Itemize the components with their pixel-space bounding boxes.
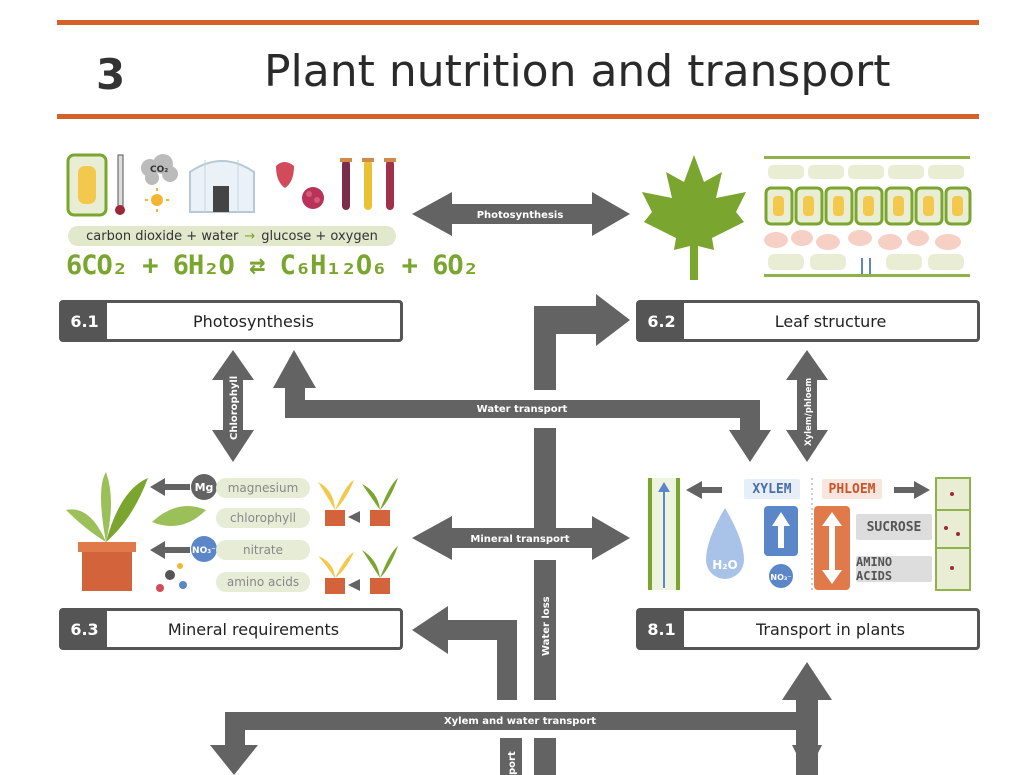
- to-mineral-arrow: [412, 606, 517, 700]
- mineral-item-chlorophyll: chlorophyll: [216, 508, 310, 528]
- phloem-tag: PHLOEM: [822, 479, 882, 499]
- svg-text:CO₂: CO₂: [150, 165, 168, 175]
- seedlings-icon: [318, 478, 398, 594]
- section-mineral-requirements[interactable]: 6.3 Mineral requirements: [59, 608, 403, 650]
- test-tubes-icon: [340, 158, 396, 210]
- word-eq-right: glucose + oxygen: [261, 228, 378, 244]
- title-rule: [57, 114, 979, 119]
- svg-text:H₂O: H₂O: [712, 558, 738, 572]
- greenhouse-icon: [189, 160, 255, 213]
- reaction-arrow-icon: →: [244, 228, 256, 244]
- section-label: Leaf structure: [774, 311, 887, 331]
- up-arrow-box-icon: [764, 506, 798, 556]
- bottom-stem-right: [534, 738, 556, 775]
- potted-plant-icon: [66, 472, 148, 591]
- plant-cell-icon: [66, 153, 108, 217]
- phloem-right-arrow: [894, 481, 930, 499]
- mineral-item-nitrate: nitrate: [216, 540, 310, 560]
- raspberry-icon: [302, 187, 324, 209]
- xylem-tag: XYLEM: [744, 479, 800, 499]
- svg-text:NO₃⁻: NO₃⁻: [770, 573, 791, 582]
- sun-icon: [145, 188, 169, 212]
- section-photosynthesis[interactable]: 6.1 Photosynthesis: [59, 300, 403, 342]
- mg-symbol: [191, 474, 217, 500]
- xylem-left-arrow: [686, 481, 722, 499]
- xylem-phloem-arrow: [786, 350, 828, 462]
- central-trunk: [534, 428, 556, 528]
- water-drop-icon: H₂O: [706, 508, 744, 579]
- section-label: Transport in plants: [756, 619, 905, 639]
- section-number: 8.1: [639, 611, 684, 647]
- molecule-icon: [156, 563, 187, 592]
- partial-label: port: [507, 751, 518, 775]
- no3-arrow: [150, 541, 190, 559]
- sucrose-tag: SUCROSE: [856, 514, 932, 540]
- symbol-equation: 6CO₂ + 6H₂O ⇄ C₆H₁₂O₆ + 6O₂: [66, 250, 479, 281]
- central-up-arrow: [534, 294, 630, 390]
- top-rule: [57, 20, 979, 25]
- bottom-stem-left: [500, 738, 522, 775]
- section-label: Mineral requirements: [167, 619, 340, 639]
- word-eq-left: carbon dioxide + water: [86, 228, 239, 244]
- xylem-phloem-label: Xylem/phloem: [804, 378, 814, 446]
- chlorophyll-arrow: [212, 350, 254, 462]
- thermometer-icon: [115, 154, 125, 215]
- mineral-transport-label: Mineral transport: [470, 534, 569, 545]
- no3-transport-icon: [769, 564, 793, 588]
- xylem-vessel-icon: [648, 478, 680, 590]
- water-transport-label: Water transport: [477, 404, 568, 415]
- chapter-number: 3: [96, 50, 126, 99]
- co2-cloud-icon: CO₂: [141, 154, 178, 185]
- mineral-transport-arrow: [412, 516, 630, 560]
- photosynthesis-arrow: [412, 192, 630, 236]
- section-number: 6.2: [639, 303, 684, 339]
- section-leaf-structure[interactable]: 6.2 Leaf structure: [636, 300, 980, 342]
- no3-symbol: [191, 536, 217, 562]
- section-number: 6.3: [62, 611, 107, 647]
- mg-arrow: [150, 478, 190, 496]
- strawberry-icon: [276, 162, 294, 188]
- mineral-item-amino-acids: amino acids: [216, 572, 310, 592]
- xylem-water-label: Xylem and water transport: [444, 716, 596, 727]
- water-loss-label: Water loss: [541, 596, 552, 656]
- svg-text:Mg: Mg: [195, 481, 214, 494]
- svg-text:NO₃⁻: NO₃⁻: [192, 546, 216, 556]
- section-label: Photosynthesis: [193, 311, 314, 331]
- maple-leaf-icon: [642, 155, 746, 280]
- amino-acids-tag: AMINO ACIDS: [856, 555, 932, 583]
- water-transport-arrow: [273, 350, 771, 462]
- bottom-right-arrowhead: [792, 745, 822, 775]
- photosynthesis-arrow-label: Photosynthesis: [477, 210, 564, 221]
- leaf-icon: [152, 506, 206, 526]
- chapter-title: Plant nutrition and transport: [264, 46, 891, 97]
- phloem-sieve-tube-icon: [935, 477, 971, 591]
- chlorophyll-label: Chlorophyll: [229, 376, 240, 440]
- xylem-water-arrow: [210, 662, 832, 775]
- water-loss-arrow: [534, 560, 556, 700]
- word-equation: carbon dioxide + water → glucose + oxyge…: [68, 226, 396, 246]
- section-transport-in-plants[interactable]: 8.1 Transport in plants: [636, 608, 980, 650]
- bidirectional-arrow-box-icon: [814, 506, 850, 590]
- mineral-item-magnesium: magnesium: [216, 478, 310, 498]
- section-number: 6.1: [62, 303, 107, 339]
- leaf-cross-section-icon: [764, 156, 972, 277]
